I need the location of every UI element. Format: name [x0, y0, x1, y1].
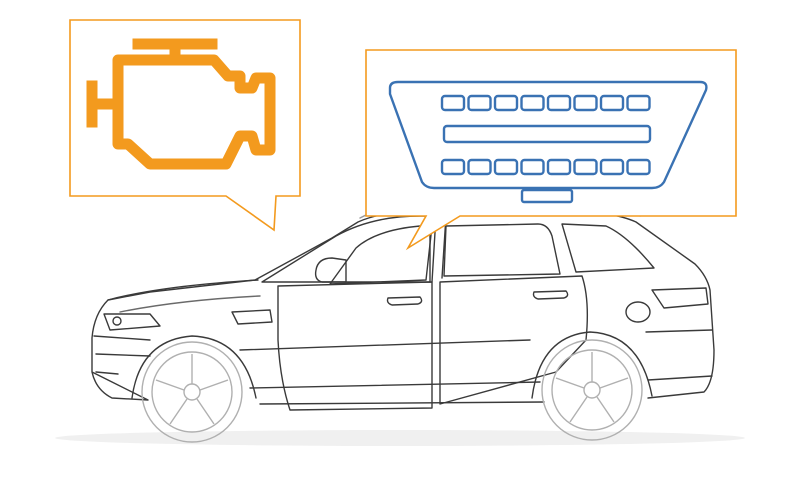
- front-wheel: [141, 341, 243, 443]
- obd-pin-slot: [546, 158, 572, 176]
- headlight-lens: [112, 316, 122, 326]
- obd-pin-slot: [440, 158, 466, 176]
- obd-pin-slot: [573, 94, 598, 112]
- check-engine-callout: [69, 19, 301, 232]
- front-wheel-arch: [131, 335, 257, 399]
- obd-pin-slot: [467, 94, 492, 112]
- obd-pin-slot: [626, 158, 651, 176]
- check-engine-icon: [86, 38, 276, 170]
- obd-connector-shell: [388, 80, 708, 190]
- tail-light: [651, 287, 709, 309]
- front-bumper: [93, 335, 151, 375]
- obd-key-tab: [520, 188, 574, 204]
- obd-pin-row-top: [440, 94, 651, 112]
- front-door: [277, 281, 433, 411]
- door-handle-rear: [532, 290, 569, 300]
- obd2-connector-icon: [388, 80, 708, 204]
- rear-wheel: [541, 339, 643, 441]
- obd-pin-slot: [626, 94, 651, 112]
- obd-port-callout: [365, 49, 737, 251]
- headlight: [103, 313, 161, 331]
- fuel-cap: [625, 301, 651, 323]
- obd-pin-slot: [520, 158, 545, 176]
- hood-crease: [119, 295, 261, 313]
- obd-pin-slot: [599, 94, 625, 112]
- suv-car: [91, 204, 715, 411]
- obd-pin-slot: [440, 94, 466, 112]
- obd-pin-slot: [520, 94, 545, 112]
- obd-pin-slot: [467, 158, 492, 176]
- quarter-window: [561, 223, 655, 273]
- body-side-line: [239, 339, 531, 351]
- front-vent: [231, 309, 273, 325]
- rear-wheel-arch: [531, 331, 653, 399]
- obd-pin-slot: [493, 158, 519, 176]
- obd-center-bar: [442, 124, 652, 144]
- hood-line: [107, 279, 259, 301]
- door-handle-front: [386, 296, 423, 306]
- ground-shadow: [55, 430, 745, 446]
- obd-pin-row-bottom: [440, 158, 651, 176]
- obd-pin-slot: [573, 158, 598, 176]
- car-body-outline: [91, 210, 715, 405]
- side-mirror: [314, 257, 347, 283]
- obd-pin-slot: [493, 94, 519, 112]
- callout-box-obd: [365, 49, 737, 251]
- obd-pin-slot: [599, 158, 625, 176]
- rear-side-window: [443, 223, 561, 277]
- rear-bumper: [645, 329, 713, 381]
- obd-pin-slot: [546, 94, 572, 112]
- sill-line: [249, 381, 541, 389]
